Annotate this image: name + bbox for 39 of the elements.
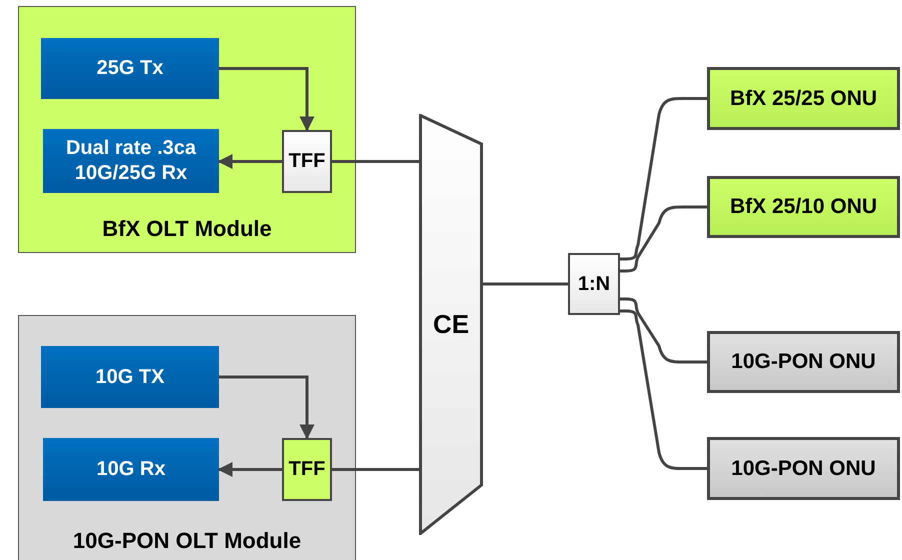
connector-line	[620, 206, 707, 272]
receiver-box	[43, 438, 219, 501]
onu-box	[707, 437, 900, 500]
box-label: TFF	[288, 150, 326, 173]
connector-line	[620, 97, 707, 260]
filter-box	[282, 438, 332, 501]
box-label: 25G Tx	[96, 56, 164, 81]
module-panel	[18, 315, 356, 560]
box-label: BfX 25/25 ONU	[730, 86, 878, 110]
onu-box	[707, 176, 900, 238]
box-label: 10G Rx	[96, 457, 166, 482]
arrow	[218, 154, 282, 169]
arrow	[219, 376, 314, 440]
combiner-shape	[419, 114, 483, 535]
connector-line	[332, 160, 419, 163]
transmitter-box	[41, 38, 219, 99]
connector-line	[620, 310, 707, 470]
arrow	[219, 67, 314, 132]
box-label: CE	[432, 309, 470, 340]
box-label: 10G-PON ONU	[731, 456, 876, 480]
splitter-box	[568, 253, 620, 315]
module-panel	[18, 6, 356, 253]
box-label: BfX 25/10 ONU	[730, 195, 878, 219]
box-label: Dual rate .3ca 10G/25G Rx	[64, 136, 198, 186]
arrow	[218, 462, 282, 477]
module-title: BfX OLT Module	[102, 216, 272, 242]
box-label: 10G-PON ONU	[731, 350, 876, 374]
connector-line	[620, 298, 707, 364]
box-label: 1:N	[578, 272, 610, 296]
onu-box	[707, 67, 900, 130]
onu-box	[707, 331, 900, 393]
receiver-box	[43, 129, 219, 193]
connector-line	[332, 468, 419, 471]
box-label: 10G TX	[96, 364, 164, 390]
filter-box	[282, 130, 332, 193]
connector-line	[483, 282, 568, 286]
transmitter-box	[41, 346, 219, 408]
module-title: 10G-PON OLT Module	[72, 528, 302, 554]
box-label: TFF	[288, 458, 326, 481]
